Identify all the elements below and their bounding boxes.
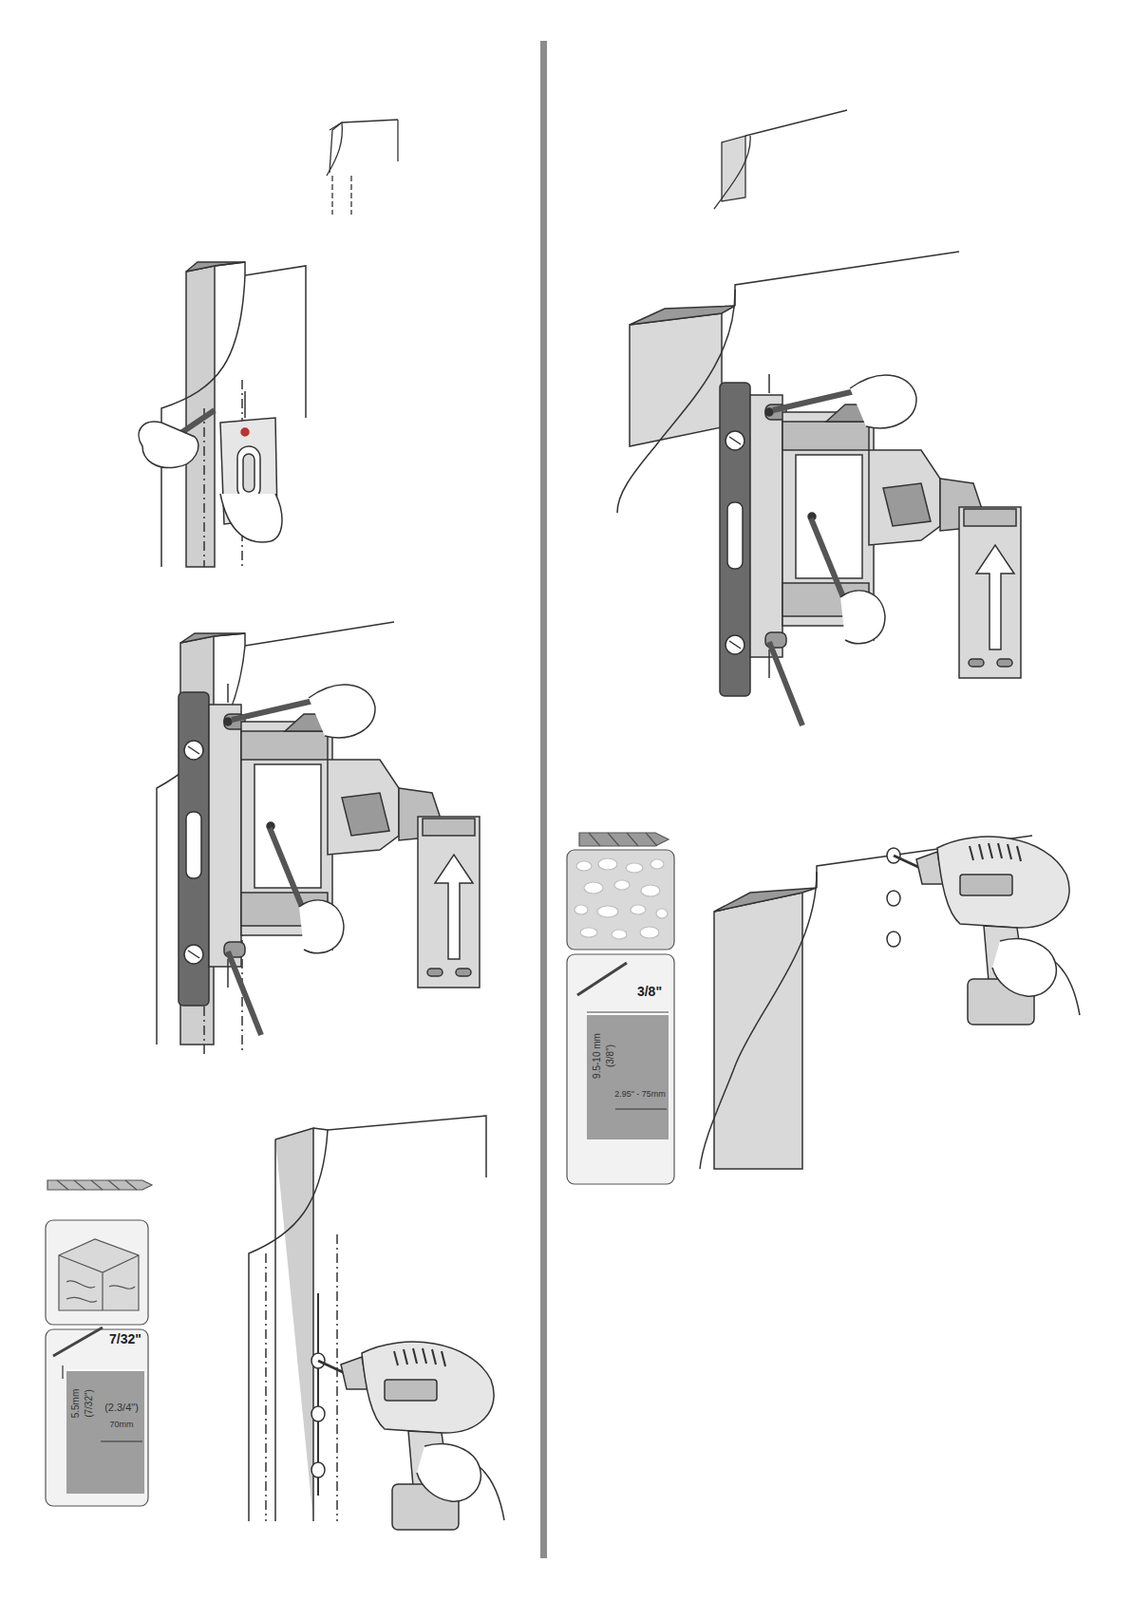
dimension-label: 9.5-10 mm: [592, 1033, 603, 1079]
dimension-label: 5.5mm: [71, 1389, 81, 1419]
dimension-label: (3/8"): [605, 1044, 616, 1068]
drill-size-label: 7/32": [109, 1332, 142, 1346]
drill-size-label: 3/8": [637, 984, 662, 999]
drill-size-label: 70mm: [109, 1420, 133, 1430]
dimension-label: (7/32"): [84, 1389, 95, 1418]
drill-size-label: (2.3/4"): [104, 1402, 139, 1414]
drill-size-label: 2.95" - 75mm: [614, 1090, 666, 1099]
